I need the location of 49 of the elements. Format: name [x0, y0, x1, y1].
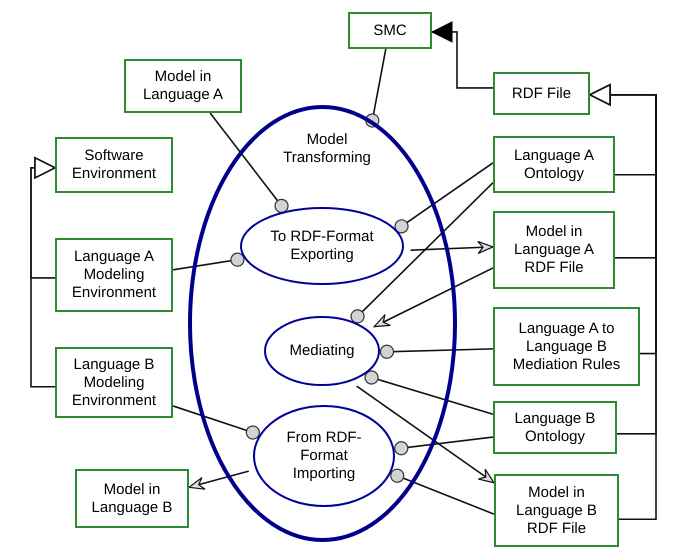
component-box [493, 72, 590, 115]
component-box [493, 307, 640, 386]
component-box [124, 59, 242, 113]
component-box [348, 12, 432, 49]
connector-line [364, 370, 494, 416]
node-label: Model Transforming [282, 131, 372, 167]
generalization-arrow [432, 21, 493, 89]
generalization-arrow [589, 84, 657, 520]
node-label: Model in Language A RDF File [512, 223, 596, 277]
component-box [493, 136, 615, 193]
connector-line [172, 252, 245, 271]
component-box [493, 401, 617, 454]
connector-line [394, 162, 494, 234]
node-label: Language A Modeling Environment [70, 248, 158, 302]
node-label: Language B Ontology [514, 410, 596, 446]
node-label: Mediating [289, 342, 355, 360]
process-ellipse [188, 105, 457, 542]
connector-line [365, 48, 387, 128]
component-box [75, 469, 189, 528]
component-box [55, 347, 173, 418]
connector-line [380, 344, 494, 359]
node-label: From RDF-Format Importing [286, 429, 362, 483]
node-label: RDF File [512, 84, 572, 102]
node-label: To RDF-Format Exporting [269, 228, 375, 264]
node-label: Model in Language B [90, 480, 174, 516]
connector-line [394, 436, 494, 456]
connector-line [210, 112, 289, 214]
component-box [493, 211, 615, 289]
component-box [494, 474, 619, 547]
component-box [55, 137, 173, 193]
node-label: Language A Ontology [512, 146, 596, 182]
connector-line [350, 182, 494, 324]
arrow [374, 267, 494, 328]
node-label: Model in Language A [142, 68, 224, 104]
arrow [188, 470, 249, 490]
node-label: SMC [373, 22, 407, 40]
node-label: Software Environment [70, 147, 158, 183]
node-label: Language A to Language B Mediation Rules [512, 320, 622, 374]
arrow [356, 385, 495, 484]
generalization-arrow [30, 157, 56, 388]
arrow [410, 240, 494, 254]
connector-line [390, 468, 494, 515]
component-box [55, 238, 173, 312]
activity-ellipse [264, 316, 380, 386]
node-label: Language B Modeling Environment [70, 356, 158, 410]
activity-ellipse [240, 207, 404, 285]
connector-line [172, 405, 260, 440]
node-label: Model in Language B RDF File [515, 484, 598, 538]
activity-ellipse [253, 405, 395, 507]
